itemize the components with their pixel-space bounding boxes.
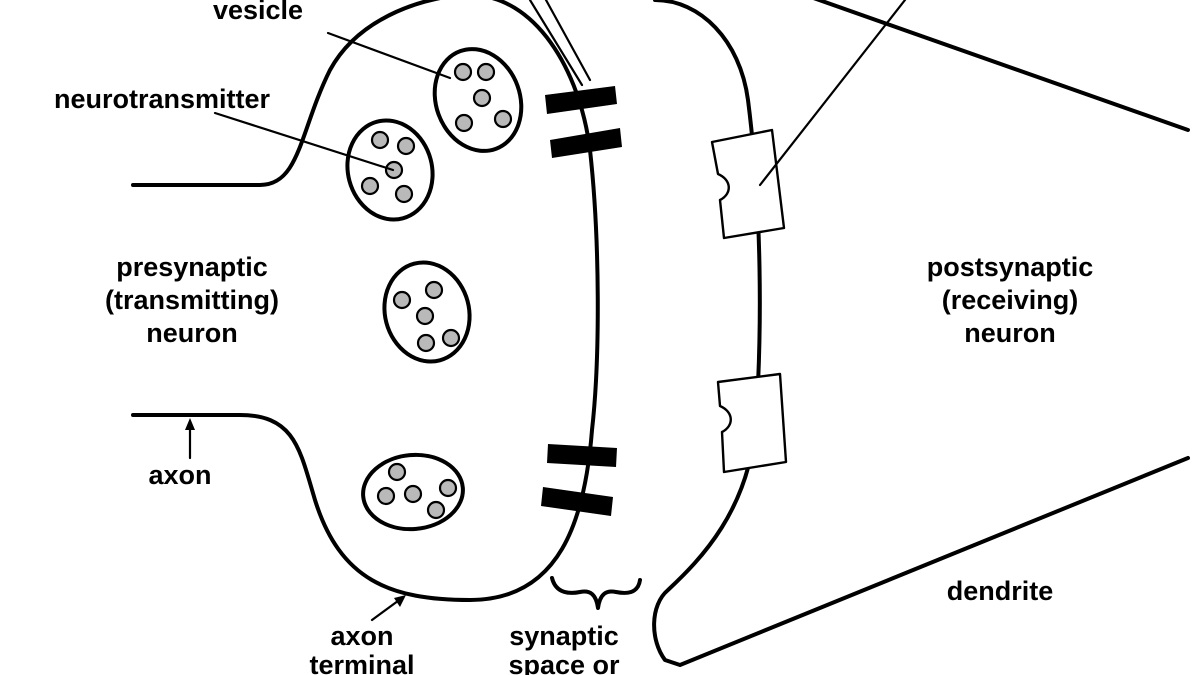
receptor-upper — [710, 128, 786, 240]
neurotransmitter-dot — [472, 88, 492, 108]
neurotransmitter-label: neurotransmitter — [54, 84, 271, 114]
axon-terminal-label-line2: terminal — [309, 650, 414, 675]
neurotransmitter-dot — [360, 176, 380, 196]
presynaptic-label-line1: presynaptic — [116, 252, 268, 282]
vesicle-label: vesicle — [213, 0, 303, 25]
presynaptic-channels — [541, 86, 622, 516]
neurotransmitter-dot — [426, 500, 446, 520]
presynaptic-label-line3: neuron — [146, 318, 238, 348]
channel-top-a — [545, 86, 617, 114]
dendrite-upper-edge — [813, 0, 1190, 132]
neurotransmitter-dot — [415, 306, 435, 326]
neurotransmitter-dot — [392, 290, 412, 310]
axon-terminal-arrowhead — [394, 595, 406, 607]
neurotransmitter-dot — [493, 109, 513, 129]
vesicle-1 — [432, 47, 524, 153]
vesicle-3 — [382, 260, 472, 364]
neurotransmitter-dot — [403, 484, 423, 504]
neurotransmitter-dot — [387, 462, 407, 482]
postsynaptic-label-line2: (receiving) — [942, 285, 1079, 315]
dendrite-label: dendrite — [947, 576, 1054, 606]
postsynaptic-label-line3: neuron — [964, 318, 1056, 348]
neurotransmitter-dot — [376, 486, 396, 506]
vesicle-leader — [326, 31, 452, 80]
neurotransmitter-dot — [394, 184, 414, 204]
neurotransmitter-dot — [370, 130, 390, 150]
neurotransmitter-dot — [441, 328, 461, 348]
neurotransmitter-dot — [424, 280, 444, 300]
channel-top-b — [550, 128, 622, 158]
presynaptic-label-line2: (transmitting) — [105, 285, 279, 315]
presynaptic-membrane — [131, 0, 600, 602]
synaptic-label-line2: space or — [508, 650, 620, 675]
axon-arrowhead — [185, 418, 195, 430]
neurotransmitter-dot — [416, 333, 436, 353]
postsynaptic-label-line1: postsynaptic — [927, 252, 1094, 282]
synaptic-space-brace — [550, 576, 642, 610]
receptor-lower — [716, 372, 788, 474]
vesicle-4 — [361, 452, 465, 532]
synaptic-label-line1: synaptic — [509, 621, 619, 651]
receptor-leader — [758, 0, 907, 187]
neurotransmitter-dot — [476, 62, 496, 82]
channel-bottom-a — [547, 444, 617, 467]
neurotransmitter-leader — [213, 111, 395, 172]
neurotransmitter-dot — [396, 136, 416, 156]
channel-bottom-b — [541, 487, 613, 516]
leader-lines — [185, 0, 907, 622]
axon-terminal-label-line1: axon — [330, 621, 393, 651]
neurotransmitter-dot — [454, 113, 474, 133]
axon-label: axon — [148, 460, 211, 490]
neurotransmitter-dot — [453, 62, 473, 82]
neurotransmitter-dot — [438, 478, 458, 498]
channel-leader-b — [544, 0, 592, 82]
channel-leader-a — [528, 0, 584, 87]
